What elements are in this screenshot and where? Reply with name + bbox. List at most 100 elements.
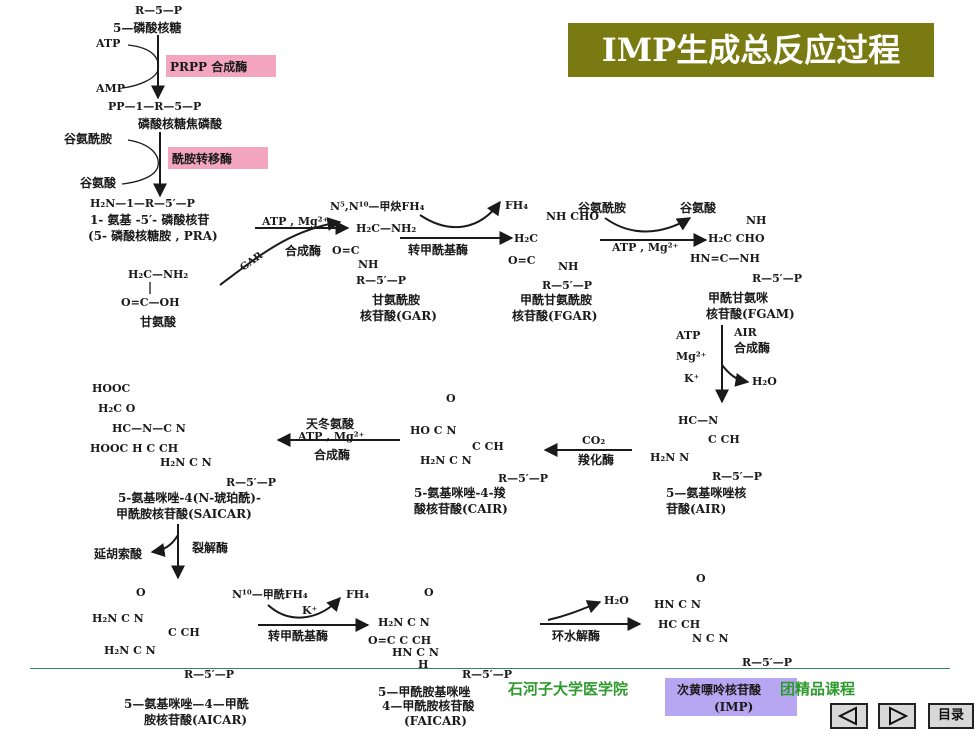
fh4-2-label: FH₄: [346, 588, 369, 601]
fgam-name1: 甲酰甘氨咪: [708, 290, 769, 305]
r5p-label: R—5—P: [135, 4, 182, 17]
asp-label: 天冬氨酸: [306, 416, 355, 431]
cair-name2: 酸核苷酸(CAIR): [414, 501, 508, 516]
arrow-gly-gar: [219, 217, 342, 286]
imp-name2: (IMP): [714, 700, 753, 714]
arrow-fumarate: [150, 534, 179, 557]
imp-d: N C N: [692, 632, 729, 645]
arrow-fthf: [419, 200, 501, 228]
fumarate-label: 延胡索酸: [93, 546, 143, 561]
fgar-name2: 核苷酸(FGAR): [512, 308, 597, 323]
fthf-label: N⁵,N¹⁰—甲炔FH₄: [330, 199, 425, 213]
amidotransferase-label: 酰胺转移酶: [172, 151, 232, 166]
glu-label: 谷氨酸: [80, 175, 117, 190]
h2o-label: H₂O: [752, 375, 777, 388]
saicar-b: H₂C O: [98, 402, 136, 415]
aicar-name1: 5—氨基咪唑—4—甲酰: [124, 696, 249, 711]
prpp-label: PP—1—R—5—P: [108, 100, 201, 113]
formyltrans-label: 转甲酰基酶: [408, 242, 468, 257]
cyclohydrolase-label: 环水解酶: [552, 628, 600, 643]
aicar-e: R—5′—P: [184, 668, 234, 681]
footer-school: 石河子大学医学院: [508, 680, 629, 698]
faicar-c: O=C C CH: [368, 634, 431, 647]
arrow-n10: [267, 596, 341, 619]
gln-label: 谷氨酰胺: [64, 131, 112, 146]
co2-label: CO₂: [582, 434, 605, 447]
saicar-e: H₂N C N: [160, 456, 212, 469]
prev-button[interactable]: [830, 703, 868, 729]
pra-label: H₂N—1—R—5′—P: [90, 197, 195, 210]
faicar-a: O: [424, 586, 434, 599]
formyltrans2-label: 转甲酰基酶: [268, 628, 328, 643]
faicar-f: R—5′—P: [462, 668, 512, 681]
menu-button[interactable]: 目录: [928, 703, 974, 729]
air-atp: ATP: [675, 329, 700, 342]
fgar-e: R—5′—P: [542, 279, 592, 292]
footer-credit: 石河子大学医学院 团精品课程: [508, 678, 855, 699]
pra-name1: 1- 氨基 -5′- 磷酸核苷: [90, 212, 209, 227]
n10-label: N¹⁰—甲酰FH₄: [232, 587, 308, 601]
saicar-cond: ATP , Mg²⁺: [297, 430, 365, 443]
amidotransferase-box: [168, 147, 268, 169]
air-enzyme2: 合成酶: [734, 340, 770, 355]
faicar-b: H₂N C N: [378, 616, 430, 629]
gln-glu-curve: [121, 139, 159, 185]
gar-d: R—5′—P: [356, 274, 406, 287]
arrow-h2o-2: [547, 600, 602, 621]
saicar-a: HOOC: [92, 382, 131, 395]
imp-box: [665, 678, 797, 716]
cair-name1: 5-氨基咪唑-4-羧: [414, 485, 507, 500]
fgam-c: HN=C—NH: [690, 252, 760, 265]
saicar-enzyme: 合成酶: [314, 447, 350, 462]
fgar-b: H₂C: [514, 232, 538, 245]
cair-c: C CH: [472, 440, 504, 453]
gln2-label: 谷氨酰胺: [578, 200, 626, 215]
faicar-d: HN C N: [392, 646, 439, 659]
gar-name2: 核苷酸(GAR): [360, 308, 437, 323]
fgam-cond: ATP , Mg²⁺: [611, 241, 679, 254]
atp-label: ATP: [95, 37, 120, 50]
saicar-name2: 甲酰胺核苷酸(SAICAR): [116, 506, 252, 521]
prpp-enzyme-label: PRPP 合成酶: [170, 59, 247, 74]
gar-cond: ATP , Mg²⁺: [261, 215, 329, 228]
gly-a: H₂C—NH₂: [128, 268, 188, 281]
fgam-b: H₂C CHO: [708, 232, 765, 245]
gar-enzyme: 合成酶: [285, 243, 321, 258]
gly-name: 甘氨酸: [140, 314, 177, 329]
pra-name2: (5- 磷酸核糖胺 , PRA): [88, 228, 218, 243]
r5p-name: 5—磷酸核糖: [113, 20, 181, 35]
air-k: K⁺: [684, 372, 700, 385]
saicar-c: HC—N—C N: [112, 422, 186, 435]
next-button[interactable]: [878, 703, 916, 729]
footer-course: 团精品课程: [780, 680, 856, 698]
fgar-d: NH: [558, 260, 578, 273]
h2o-2-label: H₂O: [604, 594, 629, 607]
glu2-label: 谷氨酸: [680, 200, 717, 215]
lyase-label: 裂解酶: [191, 540, 228, 555]
cair-a: O: [446, 392, 456, 405]
saicar-name1: 5-氨基咪唑-4(N-琥珀酰)-: [118, 490, 261, 505]
carboxylase-label: 羧化酶: [578, 452, 614, 467]
cair-d: H₂N C N: [420, 454, 472, 467]
fgar-c: O=C: [508, 254, 536, 267]
prev-arrow-icon: [837, 706, 857, 726]
aicar-b: H₂N C N: [92, 612, 144, 625]
arrow-gln-glu: [604, 217, 692, 233]
air-mg: Mg²⁺: [676, 350, 707, 363]
fgar-name1: 甲酰甘氨酰胺: [520, 292, 592, 307]
aicar-c: C CH: [168, 626, 200, 639]
air-name2: 苷酸(AIR): [666, 501, 726, 516]
k-ion: K⁺: [302, 604, 318, 617]
fgam-d: R—5′—P: [752, 272, 802, 285]
footer-divider: [30, 668, 950, 669]
gar-label: GAR: [238, 250, 265, 274]
air-a: HC—N: [678, 414, 718, 427]
faicar-name2: 4—甲酰胺核苷酸: [382, 698, 475, 713]
gar-c: NH: [358, 258, 378, 271]
prpp-name: 磷酸核糖焦磷酸: [138, 116, 223, 131]
air-name1: 5—氨基咪唑核: [666, 485, 746, 500]
imp-c: HC CH: [658, 618, 700, 631]
aicar-name2: 胺核苷酸(AICAR): [144, 712, 247, 727]
